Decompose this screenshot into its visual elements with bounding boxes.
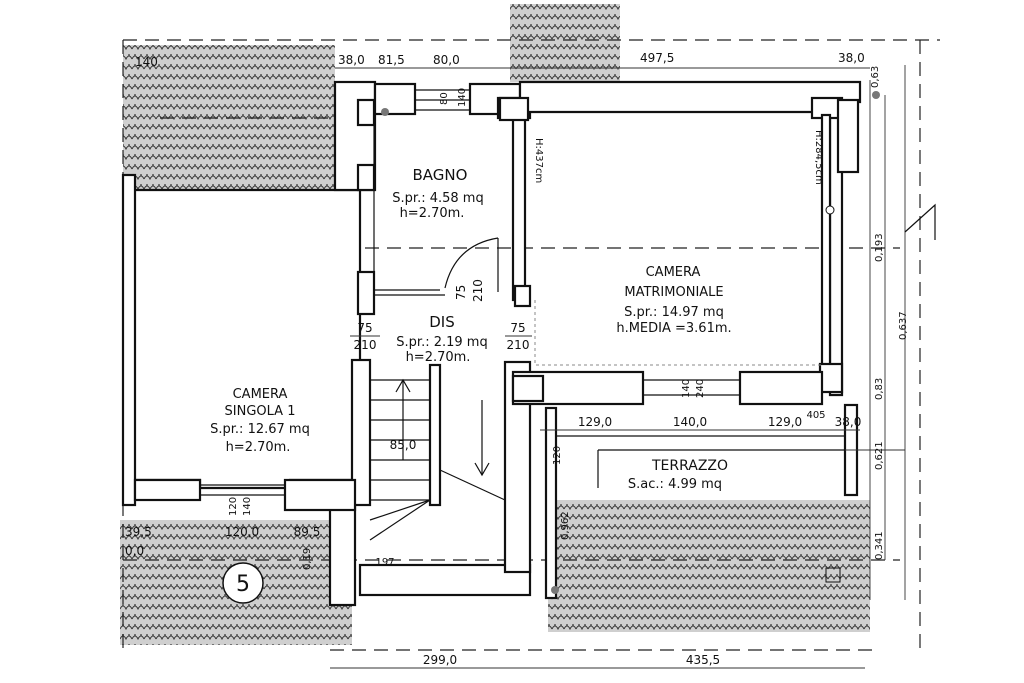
dim-top-2: 81,5 [378, 53, 405, 67]
dim-right-4: 0,621 [874, 441, 885, 470]
dim-door-mid-w: 75 [454, 285, 468, 300]
dim-door-left-h: 210 [354, 338, 377, 352]
dis-area: S.pr.: 2.19 mq [396, 335, 487, 350]
roof-bottom-right [548, 500, 870, 632]
doors [444, 237, 499, 292]
dim-right-0: 0,63 [870, 66, 881, 88]
dim-terrace-top-3: 405 [806, 410, 825, 421]
roof-outline [122, 39, 940, 651]
dim-top-5: 38,0 [838, 51, 865, 65]
dim-terrace-left: 120 [552, 446, 563, 465]
dim-stair-small: 197 [375, 557, 394, 568]
bagno-area: S.pr.: 4.58 mq [392, 191, 483, 206]
dim-window-matr-1: 240 [695, 379, 706, 398]
dim-right-1: 0,193 [874, 233, 885, 262]
dim-window-bagno-0: 80 [439, 92, 450, 105]
camera-singola-area: S.pr.: 12.67 mq [210, 422, 310, 437]
dim-bottom-0: 299,0 [423, 653, 457, 667]
dim-top-0: 140 [135, 55, 158, 69]
terrazzo-area: S.ac.: 4.99 mq [628, 477, 722, 492]
dim-window-bagno-1: 140 [457, 88, 468, 107]
marker-label: 5 [236, 572, 250, 597]
dim-bottom-left-side-0: 0,0 [125, 544, 144, 558]
dim-window-matr-0: 140 [681, 379, 692, 398]
dim-bottom-left-1: 120,0 [225, 525, 259, 539]
dim-window-single-1: 140 [242, 497, 253, 516]
dim-door-mid-h: 210 [471, 279, 485, 302]
dim-height-1: H:284,5cm [813, 130, 824, 185]
camera-singola-name-2: SINGOLA 1 [225, 404, 296, 419]
dim-stair-width: 85,0 [390, 438, 417, 452]
camera-singola-height: h=2.70m. [226, 440, 291, 455]
dim-door-right-w: 75 [510, 321, 525, 335]
dim-terrace-top-1: 140,0 [673, 415, 707, 429]
terrazzo-name: TERRAZZO [651, 458, 728, 474]
dim-right-2: 0,637 [898, 311, 909, 340]
roof-areas [120, 4, 870, 645]
plan-marker: 5 [222, 562, 264, 604]
dim-top-3: 80,0 [433, 53, 460, 67]
dim-bottom-left-side-1: 0,19 [302, 548, 313, 570]
dim-terrace-top-0: 129,0 [578, 415, 612, 429]
dim-right-3: 0,83 [874, 378, 885, 400]
room-labels: BAGNO S.pr.: 4.58 mq h=2.70m. DIS S.pr.:… [210, 166, 732, 492]
dimension-labels: 140 38,0 81,5 80,0 497,5 38,0 80 140 75 … [125, 51, 909, 667]
dim-height-0: H:437cm [533, 138, 544, 183]
bagno-name: BAGNO [413, 166, 468, 184]
dim-door-left-w: 75 [357, 321, 372, 335]
dim-bottom-1: 435,5 [686, 653, 720, 667]
dim-window-single-0: 120 [228, 497, 239, 516]
camera-matrimoniale-area: S.pr.: 14.97 mq [624, 305, 724, 320]
dimension-lines [330, 65, 936, 669]
camera-singola-name-1: CAMERA [233, 387, 288, 402]
stair [369, 378, 506, 541]
dim-terrace-top-2: 129,0 [768, 415, 802, 429]
camera-matrimoniale-height: h.MEDIA =3.61m. [616, 321, 731, 336]
dim-right-6: 0,962 [560, 511, 571, 540]
bagno-height: h=2.70m. [400, 206, 465, 221]
dim-door-right-h: 210 [507, 338, 530, 352]
dim-terrace-top-4: 38,0 [835, 415, 862, 429]
dim-top-1: 38,0 [338, 53, 365, 67]
dim-top-4: 497,5 [640, 51, 674, 65]
dim-bottom-left-2: 89,5 [294, 525, 321, 539]
dis-height: h=2.70m. [406, 350, 471, 365]
fixtures [381, 91, 880, 594]
dim-right-5: 0,341 [874, 531, 885, 560]
roof-top-chimney [510, 4, 620, 82]
dim-bottom-left-0: 39,5 [125, 525, 152, 539]
walls [121, 80, 862, 607]
camera-matrimoniale-name-1: CAMERA [646, 265, 701, 280]
roof-top-left [123, 45, 335, 193]
dis-name: DIS [429, 313, 455, 331]
marker-circle [222, 562, 264, 604]
camera-matrimoniale-name-2: MATRIMONIALE [624, 285, 723, 300]
